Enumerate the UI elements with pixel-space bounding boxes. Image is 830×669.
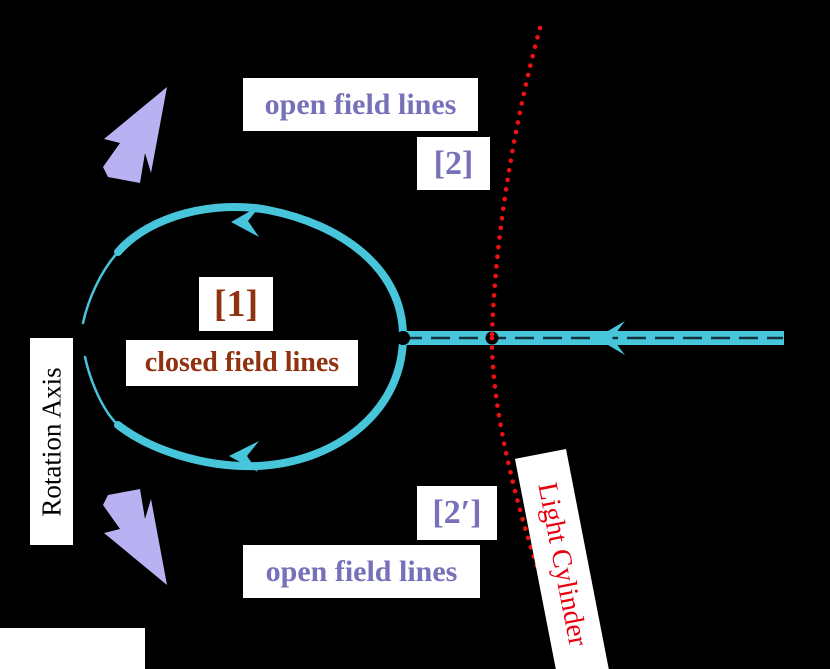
closed-field-loop-upper-taper (81, 250, 120, 325)
cropped-caption-box (0, 628, 145, 669)
y-point-dot (396, 331, 410, 345)
spin-arrow-down-icon (103, 489, 167, 585)
rotation-axis-label: Rotation Axis (36, 366, 66, 517)
region-2-prime-label: [2′] (417, 486, 497, 540)
open-field-lines-bottom-label: open field lines (243, 545, 480, 598)
closed-field-lines-label: closed field lines (126, 340, 358, 386)
region-1-label: [1] (199, 277, 273, 331)
closed-field-loop-lower-taper (83, 355, 120, 427)
loop-bottom-arrowhead-icon (229, 441, 259, 472)
light-cylinder-dotted-curve-upper (489, 25, 543, 341)
open-field-lines-top-label: open field lines (243, 78, 478, 131)
current-sheet-arrowhead-icon (596, 321, 625, 355)
region-2-label: [2] (417, 137, 490, 190)
spin-arrow-up-icon (103, 87, 167, 183)
loop-top-arrowhead-icon (231, 205, 261, 237)
closed-field-loop-main (114, 202, 408, 471)
rotation-axis-label-box: Rotation Axis (30, 338, 73, 545)
